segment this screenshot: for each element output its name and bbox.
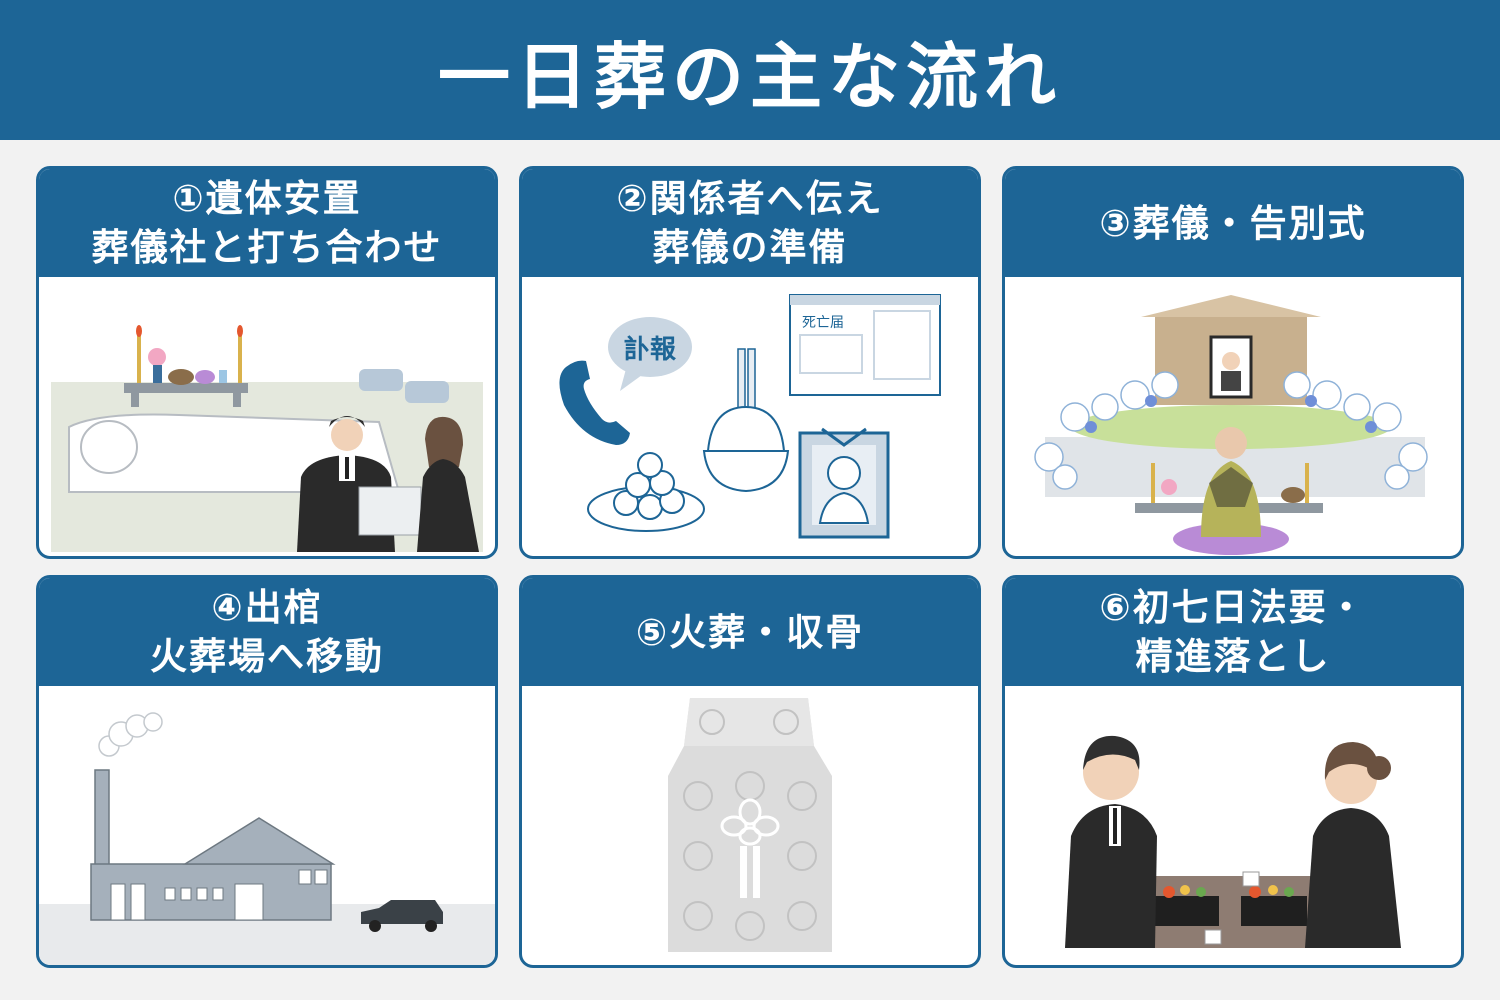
step-6-illustration <box>1005 686 1461 965</box>
step-6-title-line-1: ⑥初七日法要・ <box>1099 586 1367 629</box>
step-1-title-line-2: 葬儀社と打ち合わせ <box>91 226 443 269</box>
step-6-title-line-2: 精進落とし <box>1135 635 1331 678</box>
steps-grid: ①遺体安置 葬儀社と打ち合わせ <box>36 166 1464 968</box>
step-4-header: ④出棺 火葬場へ移動 <box>39 578 495 686</box>
phone-icon <box>559 360 630 445</box>
step-4-illustration <box>39 686 495 965</box>
death-certificate-label: 死亡届 <box>802 315 844 331</box>
step-card-4: ④出棺 火葬場へ移動 <box>36 575 498 968</box>
body-laying-meeting-illustration <box>51 325 483 552</box>
step-3-header: ③葬儀・告別式 <box>1005 169 1461 277</box>
step-1-header: ①遺体安置 葬儀社と打ち合わせ <box>39 169 495 277</box>
title-banner: 一日葬の主な流れ <box>0 0 1500 140</box>
step-2-title-line-2: 葬儀の準備 <box>652 226 848 269</box>
step-5-illustration <box>522 686 978 965</box>
step-1-illustration <box>39 277 495 556</box>
step-6-header: ⑥初七日法要・ 精進落とし <box>1005 578 1461 686</box>
funeral-altar-illustration <box>1034 295 1428 555</box>
step-3-title-line-1: ③葬儀・告別式 <box>1099 201 1367 245</box>
step-3-illustration <box>1005 277 1461 556</box>
step-5-title-line-1: ⑤火葬・収骨 <box>635 610 865 654</box>
notification-preparation-illustration: 訃報 死亡届 <box>559 294 941 539</box>
page-title: 一日葬の主な流れ <box>437 34 1062 119</box>
step-card-6: ⑥初七日法要・ 精進落とし <box>1002 575 1464 968</box>
step-2-title-line-1: ②関係者へ伝え <box>616 177 884 220</box>
urn-cover-illustration <box>668 698 832 952</box>
crematorium-hearse-illustration <box>39 712 495 965</box>
step-4-title-line-1: ④出棺 <box>211 586 323 629</box>
step-card-3: ③葬儀・告別式 <box>1002 166 1464 559</box>
step-card-2: ②関係者へ伝え 葬儀の準備 訃報 <box>519 166 981 559</box>
step-card-5: ⑤火葬・収骨 <box>519 575 981 968</box>
step-4-title-line-2: 火葬場へ移動 <box>150 635 384 678</box>
step-5-header: ⑤火葬・収骨 <box>522 578 978 686</box>
step-card-1: ①遺体安置 葬儀社と打ち合わせ <box>36 166 498 559</box>
notice-label: 訃報 <box>624 334 677 365</box>
step-2-header: ②関係者へ伝え 葬儀の準備 <box>522 169 978 277</box>
step-1-title-line-1: ①遺体安置 <box>172 177 362 220</box>
memorial-meal-illustration <box>1065 735 1401 948</box>
step-2-illustration: 訃報 死亡届 <box>522 277 978 556</box>
